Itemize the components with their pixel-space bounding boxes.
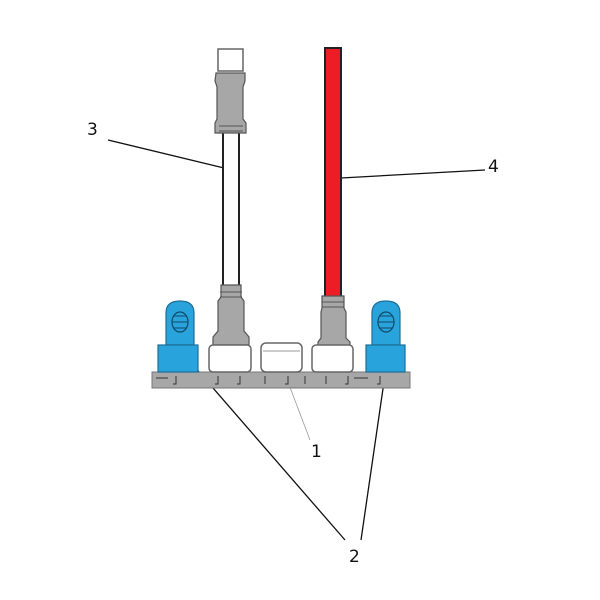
callout-2: 2 (349, 547, 360, 567)
cable-3-plug-cap (217, 48, 244, 72)
terminator-left-base (157, 344, 199, 373)
connector-middle (260, 342, 303, 373)
cable-4-relief-ridges (322, 301, 344, 308)
cable-3-relief-ridges (220, 291, 242, 298)
leader-line-2b (360, 367, 387, 541)
cable-4-strain-relief (317, 295, 351, 348)
callout-3: 3 (87, 120, 98, 140)
cable-3 (222, 127, 240, 294)
terminator-right-base (365, 344, 406, 373)
connector-left (208, 344, 252, 373)
leader-line-3 (107, 139, 225, 169)
leader-line-4 (340, 169, 486, 179)
cable-3-plug-body (214, 72, 247, 134)
terminator-left-head (165, 300, 195, 346)
callout-1: 1 (311, 442, 322, 462)
cable-3-plug-ridges (219, 125, 243, 132)
leader-line-1 (287, 381, 311, 441)
terminal-strip (151, 371, 411, 389)
terminator-left-mark-lines (172, 315, 188, 329)
connector-right (311, 344, 354, 373)
terminator-right (365, 300, 406, 373)
terminator-right-head (371, 300, 401, 346)
terminator-left (157, 300, 199, 373)
terminator-right-mark-lines (378, 315, 394, 329)
cable-3-strain-relief (212, 284, 250, 346)
callout-4: 4 (488, 157, 499, 177)
cable-4 (324, 47, 342, 299)
strip-markings (156, 376, 381, 385)
